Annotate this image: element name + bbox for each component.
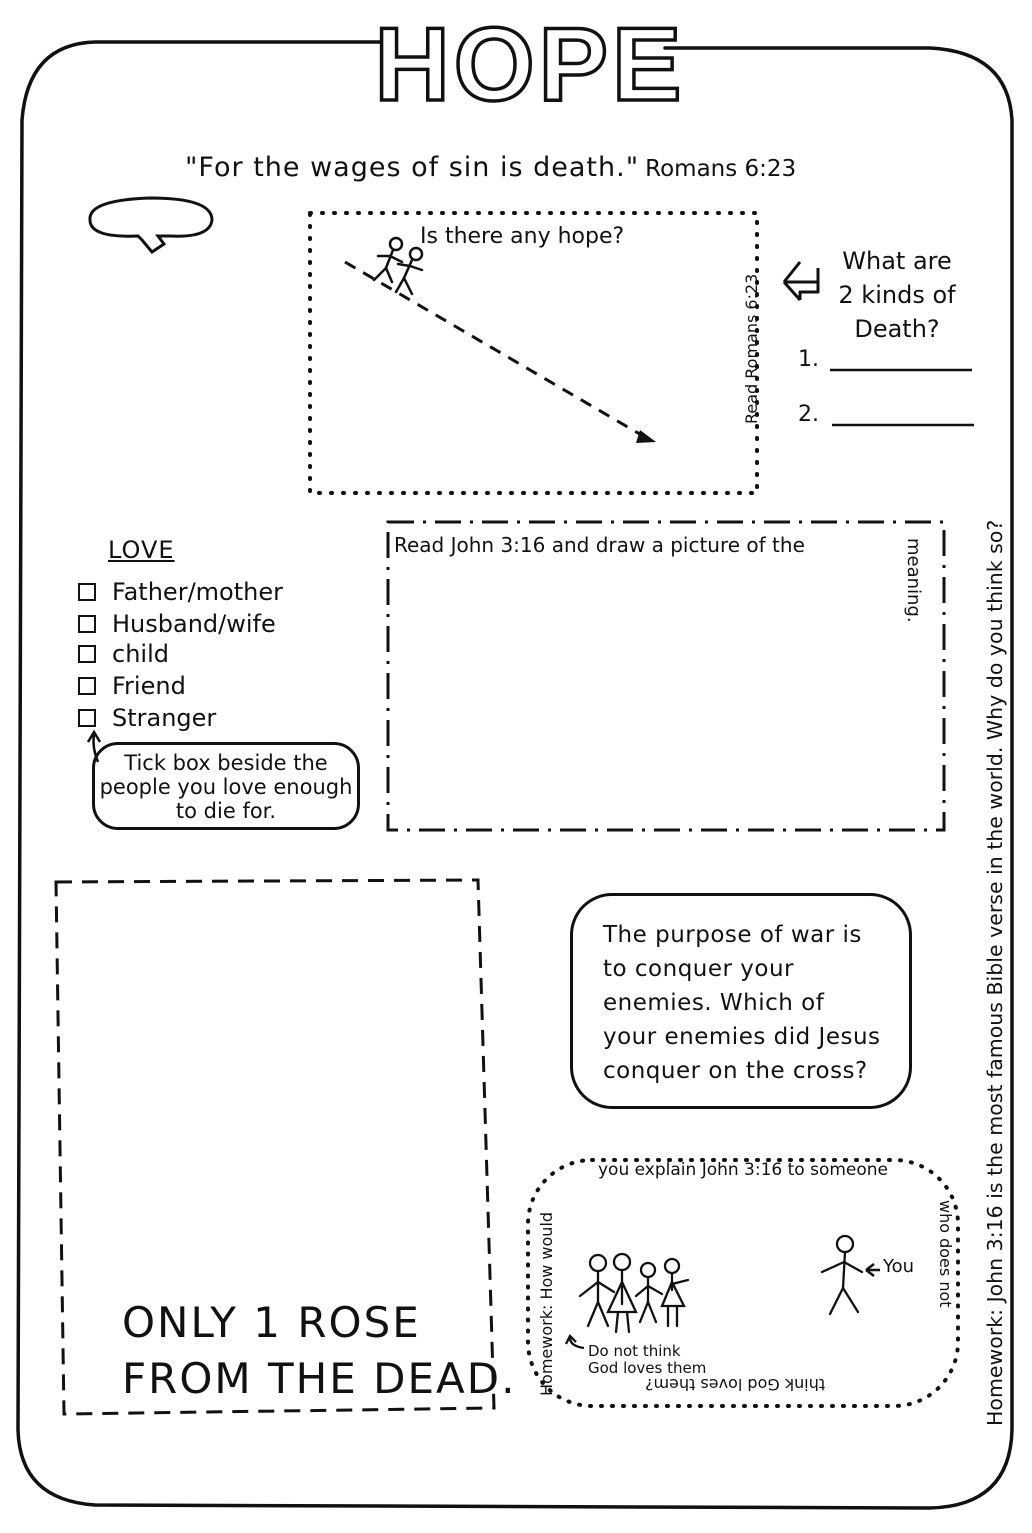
homework-box-left-text: Homework: How would: [537, 1212, 556, 1396]
kinds-line-3: Death?: [854, 315, 940, 343]
group-arrow-icon: [564, 1334, 585, 1350]
page-frame: [16, 40, 1014, 1510]
love-heading: LOVE: [108, 536, 175, 564]
left-arrow-icon: [782, 261, 820, 301]
svg-text:HOPE: HOPE: [375, 7, 686, 115]
group-figures-icon: [578, 1252, 690, 1334]
speech-bubble-icon: [88, 196, 214, 254]
verse-reference: Romans 6:23: [645, 156, 797, 182]
checkbox[interactable]: [78, 583, 96, 601]
love-item-stranger[interactable]: Stranger: [78, 704, 216, 732]
kinds-line-1: What are: [842, 247, 952, 275]
kinds-of-death-question: What are 2 kinds of Death?: [822, 244, 972, 346]
drawing-area[interactable]: [392, 562, 940, 826]
homework-box: [526, 1158, 960, 1408]
war-question-bubble: The purpose of war is to conquer your en…: [570, 893, 912, 1109]
you-arrow-icon: [865, 1263, 880, 1277]
arrow-head-icon: [636, 430, 656, 443]
answer-number-2: 2.: [798, 402, 819, 427]
svg-text:meaning.: meaning.: [903, 538, 924, 623]
love-item-husband-wife[interactable]: Husband/wife: [78, 610, 276, 638]
running-figures-icon: [372, 236, 424, 296]
john-instruction-end: meaning.: [903, 538, 924, 623]
love-item-child[interactable]: child: [78, 640, 169, 668]
john-drawing-box: [386, 520, 946, 832]
checkbox[interactable]: [78, 615, 96, 633]
svg-text:who does not: who does not: [936, 1200, 955, 1308]
you-figure-icon: [820, 1234, 864, 1316]
verse-text: "For the wages of sin is death.": [185, 152, 640, 183]
svg-text:Homework: How would: Homework: How would: [537, 1212, 556, 1396]
answer-number-1: 1.: [798, 347, 819, 372]
rose-drawing-area[interactable]: [62, 886, 488, 1286]
svg-text:Read Romans 6:23: Read Romans 6:23: [742, 274, 761, 424]
you-label: You: [883, 1256, 915, 1277]
checkbox[interactable]: [78, 677, 96, 695]
group-label: Do not think God loves them: [588, 1342, 707, 1377]
homework-box-right-text: who does not: [936, 1200, 955, 1308]
rose-line-2: FROM THE DEAD.: [122, 1354, 517, 1403]
hope-box-border: [308, 211, 759, 495]
checkbox[interactable]: [78, 709, 96, 727]
rose-caption: ONLY 1 ROSE FROM THE DEAD.: [122, 1295, 516, 1407]
slope-arrow: [344, 260, 651, 442]
svg-text:Homework: John 3:16 is the mos: Homework: John 3:16 is the most famous B…: [983, 520, 1007, 1426]
read-romans-note: Read Romans 6:23: [742, 274, 761, 424]
homework-box-bottom-text: think God loves them?: [645, 1375, 826, 1394]
love-item-father-mother[interactable]: Father/mother: [78, 578, 283, 606]
verse-quote: "For the wages of sin is death."Romans 6…: [185, 152, 796, 183]
side-homework-text: Homework: John 3:16 is the most famous B…: [983, 520, 1007, 1426]
checkbox[interactable]: [78, 645, 96, 663]
homework-box-top-text: you explain John 3:16 to someone: [598, 1160, 889, 1180]
rose-line-1: ONLY 1 ROSE: [122, 1298, 421, 1347]
kinds-line-2: 2 kinds of: [838, 281, 956, 309]
hope-question: Is there any hope?: [420, 224, 625, 249]
love-item-friend[interactable]: Friend: [78, 672, 186, 700]
rose-box: [54, 878, 496, 1416]
page-title: HOPE: [373, 5, 686, 115]
john-instruction: Read John 3:16 and draw a picture of the: [394, 533, 805, 557]
tick-box-note: Tick box beside the people you love enou…: [92, 742, 360, 830]
